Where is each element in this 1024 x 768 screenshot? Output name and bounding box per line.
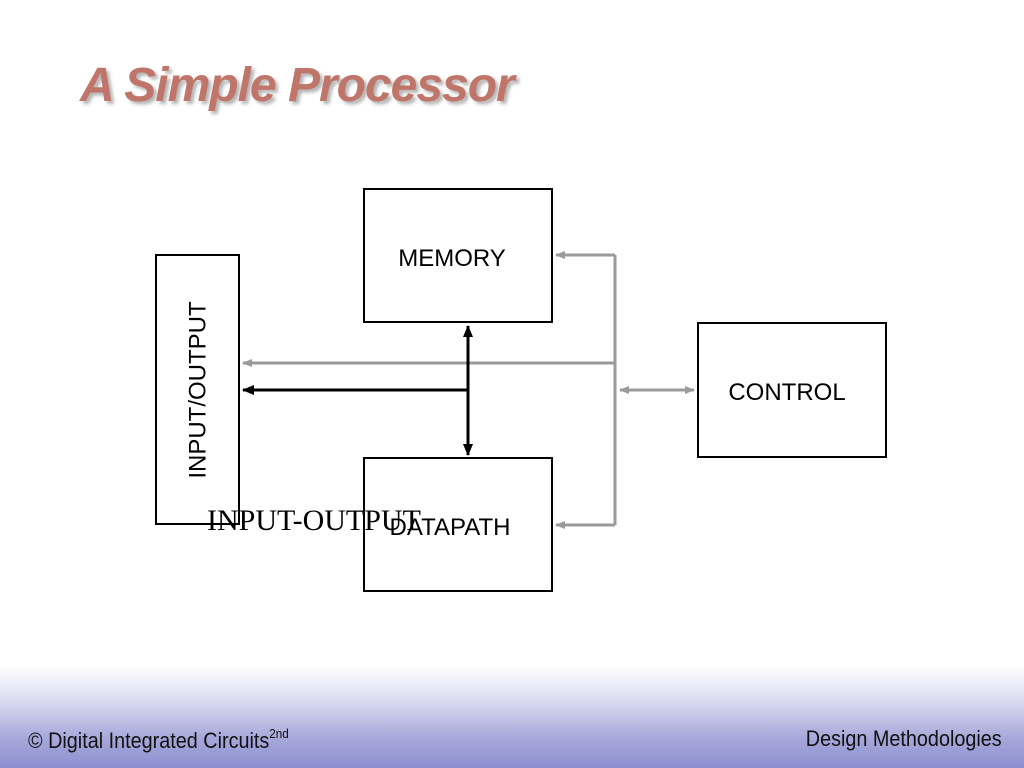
input-output-overlay-label: INPUT-OUTPUT	[207, 504, 421, 537]
footer-edition-superscript: 2nd	[269, 726, 289, 741]
footer-copyright-text: © Digital Integrated Circuits	[28, 728, 270, 753]
footer-band	[0, 666, 1024, 768]
footer-chapter-title: Design Methodologies	[806, 726, 1002, 751]
input-output-block: INPUT/OUTPUT	[155, 254, 240, 525]
control-block: CONTROL	[697, 322, 887, 458]
memory-label: MEMORY	[398, 245, 506, 272]
memory-block: MEMORY	[363, 188, 553, 323]
datapath-block: DATAPATH	[363, 457, 553, 592]
footer-copyright: © Digital Integrated Circuits2nd	[28, 726, 289, 754]
data-signal-lines	[242, 325, 473, 456]
control-signal-lines	[242, 251, 695, 529]
control-label: CONTROL	[728, 379, 845, 406]
input-output-label: INPUT/OUTPUT	[185, 301, 212, 479]
slide-title: A Simple Processor	[80, 59, 515, 112]
datapath-label: DATAPATH	[390, 514, 511, 541]
